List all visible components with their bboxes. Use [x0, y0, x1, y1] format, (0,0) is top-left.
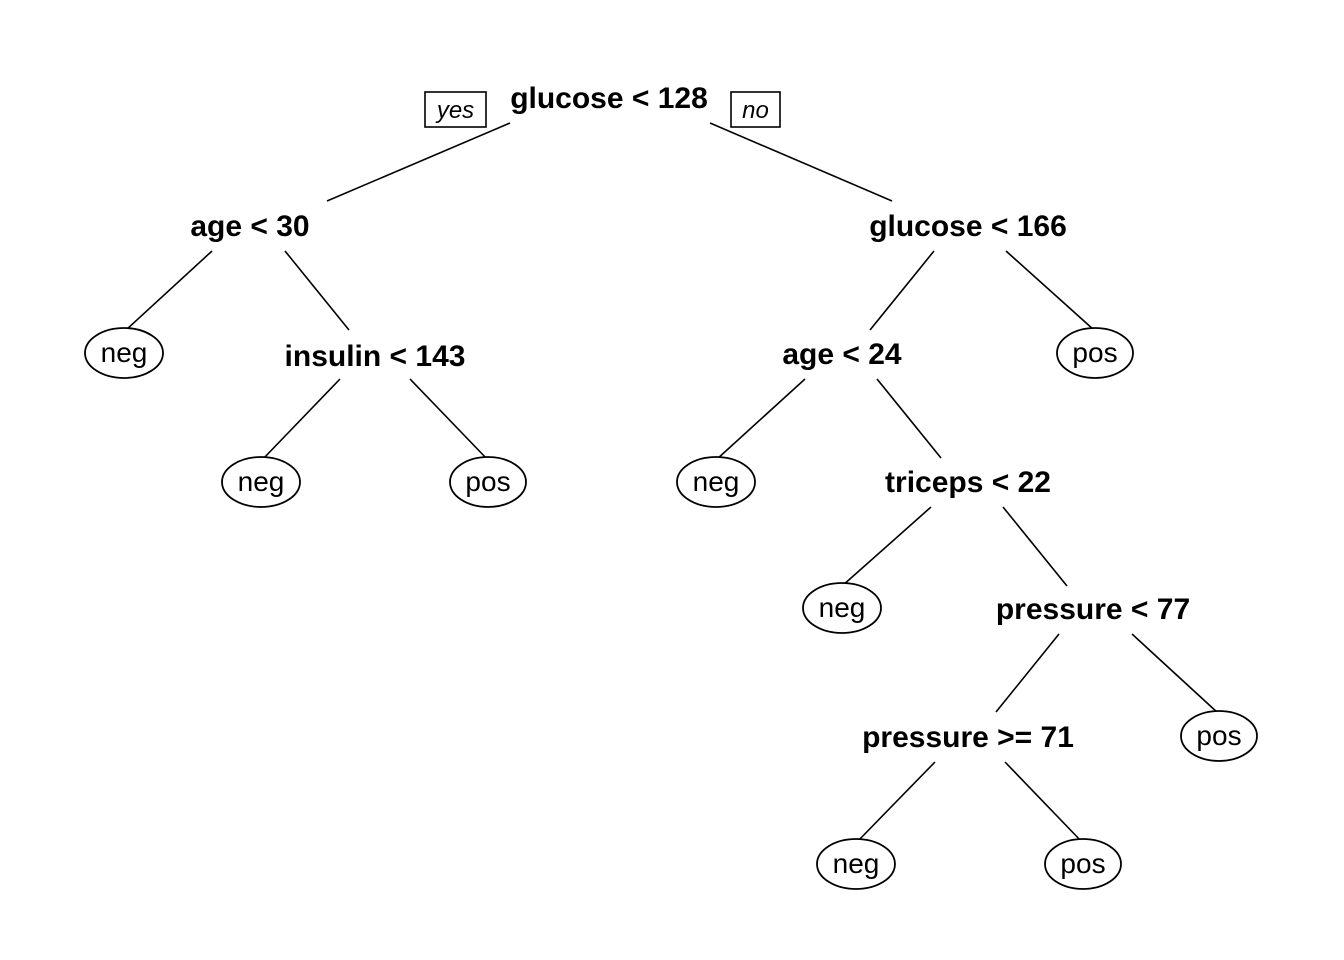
tree-edges [125, 122, 1219, 844]
edge-n7-n8 [995, 633, 1060, 713]
branch-label-no: no [730, 91, 781, 128]
leaf-node-8: pos [1044, 838, 1122, 890]
branch-label-yes: yes [424, 91, 487, 128]
edge-n3-n5 [869, 250, 935, 331]
split-node-age-24: age < 24 [782, 338, 902, 371]
leaf-label-4: neg [693, 466, 740, 497]
leaf-node-4: neg [676, 456, 756, 508]
leaf-node-3: pos [449, 456, 527, 508]
branch-text-yes: yes [435, 97, 474, 124]
edge-n4-l2 [261, 378, 341, 461]
split-node-insulin-143: insulin < 143 [285, 340, 466, 373]
leaf-nodes: neg neg pos neg neg pos neg pos [84, 327, 1258, 890]
leaf-node-2: neg [221, 456, 301, 508]
leaf-label-2: neg [238, 466, 285, 497]
edge-n8-l7 [855, 761, 936, 844]
split-node-glucose-128: glucose < 128 [510, 82, 708, 115]
branch-text-no: no [742, 97, 769, 124]
edge-n6-n7 [1002, 506, 1068, 587]
leaf-label-7: neg [833, 848, 880, 879]
edge-n2-n4 [284, 250, 350, 331]
leaf-node-1: neg [84, 327, 164, 379]
leaf-label-6: pos [1196, 720, 1241, 751]
split-node-glucose-166: glucose < 166 [869, 210, 1067, 243]
edge-n5-n6 [876, 378, 942, 459]
branch-box-yes [424, 91, 487, 128]
edge-n5-l4 [715, 378, 806, 461]
leaf-node-6: pos [1180, 710, 1258, 762]
leaf-label-8: pos [1060, 848, 1105, 879]
split-node-pressure-71: pressure >= 71 [862, 721, 1074, 754]
edge-n2-l1 [125, 250, 213, 331]
leaf-node-5: neg [802, 582, 882, 634]
edge-n6-l5 [841, 506, 932, 587]
leaf-label-3: pos [465, 466, 510, 497]
split-node-age-30: age < 30 [190, 210, 309, 243]
leaf-node-7: neg [816, 838, 896, 890]
leaf-node-9: pos [1056, 327, 1134, 379]
edge-n8-l8 [1004, 761, 1084, 844]
edge-n3-l9 [1005, 250, 1095, 331]
branch-box-no [730, 91, 781, 128]
edge-n1-n3 [709, 122, 893, 202]
split-node-pressure-77: pressure < 77 [996, 593, 1190, 626]
edge-n7-l6 [1131, 633, 1219, 714]
edge-n1-n2 [326, 122, 511, 202]
split-nodes: glucose < 128 age < 30 glucose < 166 ins… [190, 82, 1190, 754]
leaf-label-5: neg [819, 592, 866, 623]
leaf-label-1: neg [101, 337, 148, 368]
split-node-triceps-22: triceps < 22 [885, 466, 1051, 499]
edge-n4-l3 [409, 378, 489, 461]
leaf-label-9: pos [1072, 337, 1117, 368]
